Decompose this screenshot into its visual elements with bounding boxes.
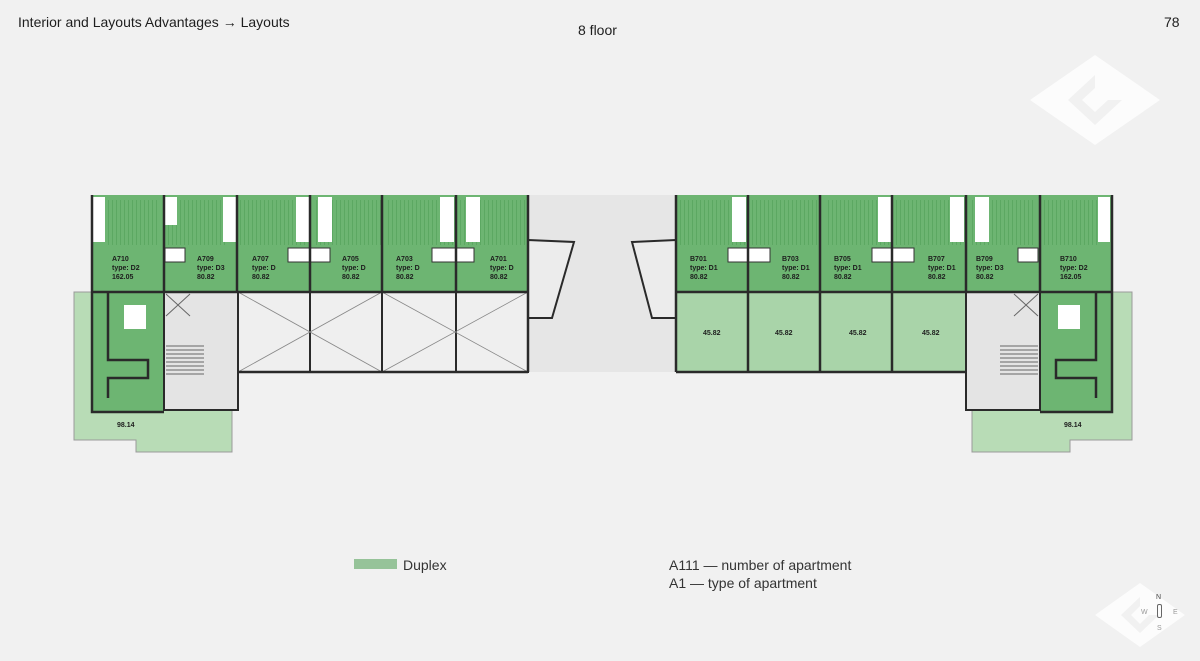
apartment-area: 80.82 bbox=[396, 274, 414, 281]
apartment-number: A701 bbox=[490, 256, 507, 263]
apartment-number: A709 bbox=[197, 256, 214, 263]
apartment-area: 162.05 bbox=[1060, 274, 1082, 281]
apartment-area: 80.82 bbox=[928, 274, 946, 281]
compass-needle-icon bbox=[1157, 604, 1162, 618]
legend-number-note: A111 — number of apartment bbox=[669, 557, 852, 573]
apartment-type: type: D2 bbox=[1060, 265, 1088, 272]
apartment-area: 80.82 bbox=[782, 274, 800, 281]
unit-area: 45.82 bbox=[775, 330, 793, 337]
apartment-number: A707 bbox=[252, 256, 269, 263]
apartment-number: B707 bbox=[928, 256, 945, 263]
page-number: 78 bbox=[1164, 14, 1180, 30]
logo-watermark-icon bbox=[1030, 55, 1160, 145]
unit-area: 45.82 bbox=[922, 330, 940, 337]
apartment-area: 80.82 bbox=[490, 274, 508, 281]
apartment-type: type: D1 bbox=[782, 265, 810, 272]
floor-title: 8 floor bbox=[578, 22, 617, 38]
apartment-type: type: D3 bbox=[197, 265, 225, 272]
legend-type-note: A1 — type of apartment bbox=[669, 575, 817, 591]
terrace-area: 98.14 bbox=[1064, 422, 1082, 429]
compass-east: E bbox=[1173, 609, 1178, 616]
apartment-number: A703 bbox=[396, 256, 413, 263]
terrace-area: 98.14 bbox=[117, 422, 135, 429]
unit-area: 45.82 bbox=[849, 330, 867, 337]
apartment-area: 80.82 bbox=[976, 274, 994, 281]
apartment-number: A710 bbox=[112, 256, 129, 263]
apartment-type: type: D bbox=[252, 265, 276, 272]
apartment-type: type: D3 bbox=[976, 265, 1004, 272]
apartment-type: type: D bbox=[490, 265, 514, 272]
apartment-type: type: D1 bbox=[834, 265, 862, 272]
apartment-number: B703 bbox=[782, 256, 799, 263]
apartment-type: type: D1 bbox=[928, 265, 956, 272]
apartment-number: B709 bbox=[976, 256, 993, 263]
apartment-type: type: D bbox=[396, 265, 420, 272]
apartment-area: 162.05 bbox=[112, 274, 134, 281]
breadcrumb: Interior and Layouts Advantages → Layout… bbox=[18, 14, 290, 30]
compass-west: W bbox=[1141, 609, 1148, 616]
compass-south: S bbox=[1157, 625, 1162, 632]
apartment-number: B710 bbox=[1060, 256, 1077, 263]
legend-duplex-swatch bbox=[354, 559, 397, 569]
compass-icon: N W E S bbox=[1138, 592, 1178, 632]
apartment-area: 80.82 bbox=[342, 274, 360, 281]
apartment-number: B705 bbox=[834, 256, 851, 263]
apartment-number: B701 bbox=[690, 256, 707, 263]
apartment-type: type: D1 bbox=[690, 265, 718, 272]
legend-duplex-label: Duplex bbox=[403, 557, 447, 573]
apartment-type: type: D bbox=[342, 265, 366, 272]
unit-area: 45.82 bbox=[703, 330, 721, 337]
apartment-number: A705 bbox=[342, 256, 359, 263]
apartment-type: type: D2 bbox=[112, 265, 140, 272]
apartment-area: 80.82 bbox=[197, 274, 215, 281]
apartment-area: 80.82 bbox=[252, 274, 270, 281]
compass-north: N bbox=[1156, 594, 1162, 601]
apartment-area: 80.82 bbox=[834, 274, 852, 281]
apartment-area: 80.82 bbox=[690, 274, 708, 281]
logo-watermark-icon bbox=[1095, 583, 1185, 647]
